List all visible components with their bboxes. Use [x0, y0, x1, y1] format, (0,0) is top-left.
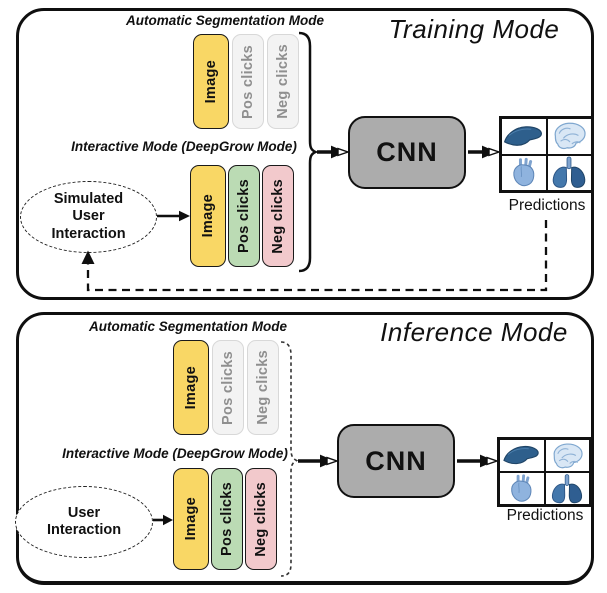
neg-clicks-box: Neg clicks	[247, 340, 279, 435]
brain-icon	[553, 442, 583, 468]
heart-icon	[510, 473, 533, 503]
image-box: Image	[190, 165, 226, 267]
interactive-input-stack: Image Pos clicks Neg clicks	[173, 468, 277, 570]
interactive-mode-label: Interactive Mode (DeepGrow Mode)	[62, 446, 288, 461]
image-box-label: Image	[183, 365, 199, 410]
neg-clicks-label: Neg clicks	[255, 350, 271, 425]
cnn-box: CNN	[348, 116, 466, 189]
neg-clicks-label: Neg clicks	[270, 178, 286, 254]
pos-clicks-box: Pos clicks	[211, 468, 243, 570]
auto-input-stack: Image Pos clicks Neg clicks	[193, 34, 299, 129]
predictions-label: Predictions	[506, 507, 584, 524]
heart-icon	[512, 157, 536, 187]
prediction-cell	[544, 472, 590, 505]
prediction-cell	[546, 118, 592, 155]
neg-clicks-box: Neg clicks	[267, 34, 299, 129]
predictions-grid	[499, 116, 594, 193]
lungs-icon	[552, 156, 586, 189]
pos-clicks-box: Pos clicks	[212, 340, 244, 435]
prediction-cell	[499, 472, 545, 505]
prediction-cell	[501, 154, 547, 191]
prediction-cell	[546, 154, 592, 191]
image-box-label: Image	[183, 497, 199, 541]
interactive-mode-label: Interactive Mode (DeepGrow Mode)	[71, 139, 297, 154]
image-box: Image	[173, 340, 209, 435]
image-box-label: Image	[200, 194, 216, 238]
predictions-label: Predictions	[508, 197, 586, 214]
interactive-input-stack: Image Pos clicks Neg clicks	[190, 165, 294, 267]
predictions-grid	[497, 437, 592, 507]
image-box: Image	[173, 468, 209, 570]
prediction-cell	[501, 118, 547, 155]
auto-input-stack: Image Pos clicks Neg clicks	[173, 340, 279, 435]
pos-clicks-box: Pos clicks	[232, 34, 264, 129]
automatic-mode-label: Automatic Segmentation Mode	[125, 13, 324, 28]
pos-clicks-label: Pos clicks	[240, 44, 256, 119]
pos-clicks-label: Pos clicks	[236, 179, 252, 253]
liver-icon	[503, 445, 539, 465]
prediction-cell	[544, 439, 590, 472]
neg-clicks-label: Neg clicks	[253, 481, 269, 557]
lungs-icon	[552, 473, 583, 503]
liver-icon	[504, 125, 543, 146]
pos-clicks-label: Pos clicks	[219, 482, 235, 556]
image-box-label: Image	[203, 59, 219, 104]
pos-clicks-label: Pos clicks	[220, 350, 236, 425]
pos-clicks-box: Pos clicks	[228, 165, 260, 267]
user-interaction-node: User Interaction	[15, 486, 153, 558]
simulated-user-interaction-node: Simulated User Interaction	[20, 181, 157, 253]
neg-clicks-box: Neg clicks	[245, 468, 277, 570]
cnn-box: CNN	[337, 424, 455, 498]
neg-clicks-label: Neg clicks	[275, 44, 291, 119]
training-mode-title: Training Mode	[388, 14, 560, 44]
inference-mode-title: Inference Mode	[380, 317, 568, 347]
brain-icon	[554, 122, 586, 150]
neg-clicks-box: Neg clicks	[262, 165, 294, 267]
prediction-cell	[499, 439, 545, 472]
automatic-mode-label: Automatic Segmentation Mode	[88, 319, 287, 334]
image-box: Image	[193, 34, 229, 129]
